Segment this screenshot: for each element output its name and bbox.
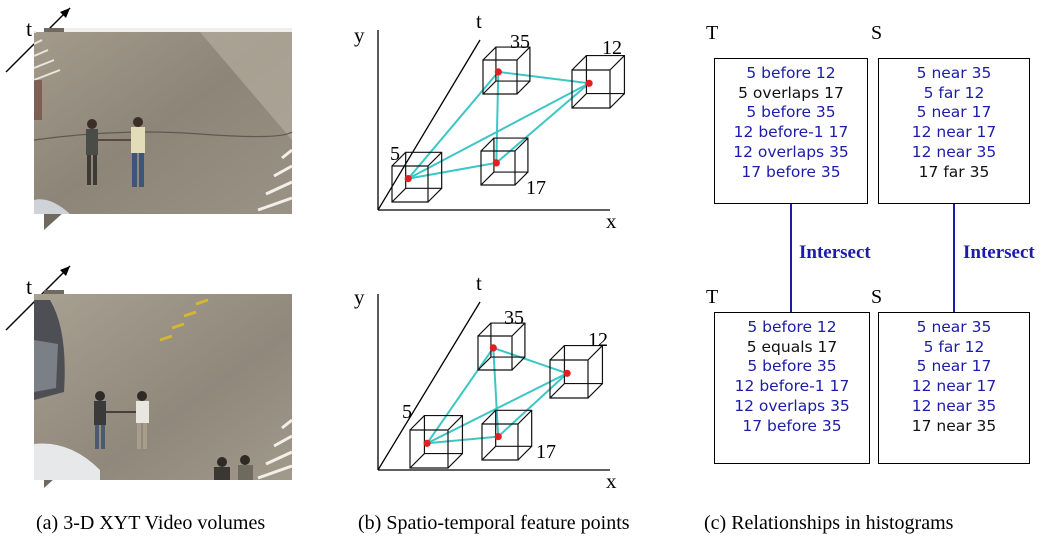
feature-point-label: 5 xyxy=(402,401,412,423)
feature-diagram: y t x 5 35 12 17 xyxy=(354,271,617,493)
t-axis xyxy=(377,39,481,211)
intersect-label-temporal: Intersect xyxy=(799,242,871,263)
feature-point-label: 35 xyxy=(510,31,530,53)
relation-line: 12 before-1 17 xyxy=(734,377,850,396)
feature-point xyxy=(423,439,431,447)
relation-edge xyxy=(407,82,590,180)
x-axis-label: x xyxy=(606,209,617,233)
feature-point xyxy=(563,369,571,377)
t-axis-label: t xyxy=(476,9,482,33)
relation-edge xyxy=(426,347,495,444)
intersect-connector-spatial xyxy=(953,204,955,312)
people-background xyxy=(214,455,253,480)
relation-edge xyxy=(407,71,500,180)
relation-edge xyxy=(495,71,500,163)
relation-edge xyxy=(498,70,590,85)
time-axis-label: t xyxy=(26,16,32,41)
relation-line: 17 before 35 xyxy=(742,416,842,435)
relation-line: 5 equals 17 xyxy=(746,337,838,356)
feature-point xyxy=(494,68,502,76)
relation-line: 17 near 35 xyxy=(911,416,997,435)
feature-cube xyxy=(409,414,464,469)
relation-line: 5 before 12 xyxy=(746,64,836,82)
caption-relationships: (c) Relationships in histograms xyxy=(704,512,954,534)
relation-line: 12 overlaps 35 xyxy=(733,142,849,161)
relation-line: 5 near 35 xyxy=(916,64,992,82)
t-axis xyxy=(377,301,481,471)
person-left-top xyxy=(86,119,98,185)
relation-edge xyxy=(495,82,590,164)
relation-line: 5 before 12 xyxy=(747,318,837,336)
y-axis-label: y xyxy=(354,285,365,309)
relation-line: 12 before-1 17 xyxy=(733,123,849,142)
video-volume-top: t xyxy=(5,7,293,230)
intersect-label-spatial: Intersect xyxy=(963,242,1035,263)
relation-line: 5 before 35 xyxy=(746,103,836,122)
video-volumes-panel: t xyxy=(5,7,293,488)
relation-line: 5 near 35 xyxy=(916,318,992,336)
feature-cube xyxy=(477,322,526,371)
feature-point-label: 17 xyxy=(526,177,546,199)
feature-point xyxy=(404,175,412,183)
relation-line: 5 far 12 xyxy=(923,83,985,102)
relation-edge xyxy=(408,161,497,180)
caption-feature-points: (b) Spatio-temporal feature points xyxy=(358,512,630,534)
temporal-label: T xyxy=(706,286,719,308)
feature-point xyxy=(489,344,497,352)
feature-point-label: 12 xyxy=(602,37,622,59)
y-axis-label: y xyxy=(354,23,365,47)
feature-point-label: 17 xyxy=(536,441,556,463)
relation-line: 5 near 17 xyxy=(916,103,992,122)
temporal-label: T xyxy=(706,22,719,44)
t-axis-label: t xyxy=(476,271,482,295)
temporal-relations-box-bottom: 5 before 12 5 equals 17 5 before 35 12 b… xyxy=(714,312,870,464)
feature-cube xyxy=(482,46,531,95)
person-right-bottom xyxy=(106,391,149,449)
intersect-connector-temporal xyxy=(790,204,792,312)
feature-cube xyxy=(480,137,529,186)
feature-points-panel: y t x 5 35 12 17 y t x 5 35 12 17 xyxy=(354,9,626,493)
feature-point-label: 5 xyxy=(390,143,400,165)
relation-edge xyxy=(492,346,568,375)
person-right-top xyxy=(98,117,145,187)
relation-line: 17 far 35 xyxy=(918,162,990,181)
feature-cube xyxy=(391,151,443,203)
spatial-relations-box-top: 5 near 35 5 far 12 5 near 17 12 near 17 … xyxy=(878,58,1030,204)
video-volume-bottom: t xyxy=(5,265,293,488)
spatial-label: S xyxy=(871,22,883,44)
x-axis-label: x xyxy=(606,469,617,493)
feature-cube xyxy=(481,409,533,461)
relation-line: 5 before 35 xyxy=(747,357,837,376)
feature-cube xyxy=(571,54,626,109)
feature-cube xyxy=(549,344,604,399)
feature-diagram: y t x 5 35 12 17 xyxy=(354,9,626,233)
relation-line: 12 overlaps 35 xyxy=(734,396,850,415)
relation-line: 12 near 17 xyxy=(911,377,997,396)
temporal-relations-box-top: 5 before 12 5 overlaps 17 5 before 35 12… xyxy=(714,58,868,204)
relation-line: 5 overlaps 17 xyxy=(738,83,844,102)
person-left-bottom xyxy=(94,391,106,449)
time-axis-label: t xyxy=(26,274,32,299)
feature-point xyxy=(492,159,500,167)
spatial-label: S xyxy=(871,286,883,308)
relation-line: 17 before 35 xyxy=(741,162,841,181)
relation-line: 12 near 35 xyxy=(911,396,997,415)
relation-line: 12 near 17 xyxy=(911,123,997,142)
feature-point xyxy=(585,79,593,87)
spatial-relations-box-bottom: 5 near 35 5 far 12 5 near 17 12 near 17 … xyxy=(878,312,1030,464)
relation-edge xyxy=(497,372,568,438)
caption-video-volumes: (a) 3-D XYT Video volumes xyxy=(36,512,266,534)
relation-edge xyxy=(492,347,500,437)
relation-line: 5 near 17 xyxy=(916,357,992,376)
relation-line: 5 far 12 xyxy=(923,337,985,356)
relation-line: 12 near 35 xyxy=(911,142,997,161)
feature-point-label: 12 xyxy=(588,329,608,351)
feature-point xyxy=(494,433,502,441)
feature-point-label: 35 xyxy=(504,307,524,329)
